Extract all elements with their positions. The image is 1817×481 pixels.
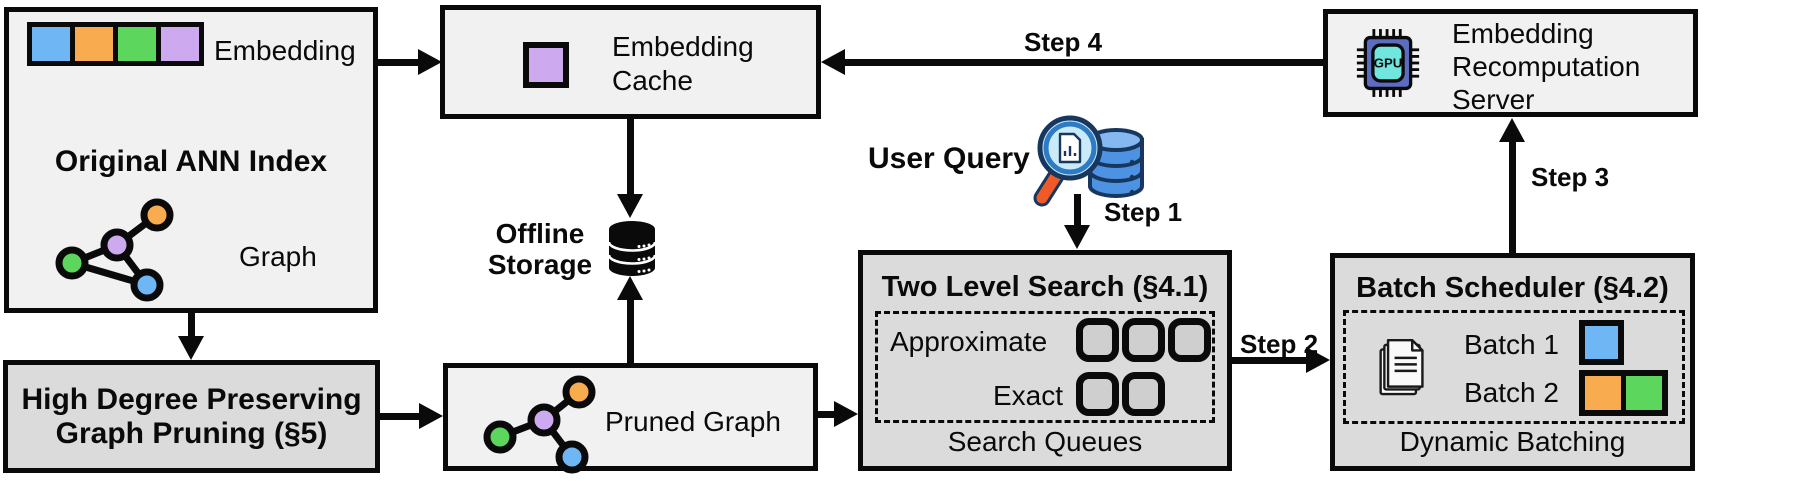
arrow-cache-to-storage <box>627 119 634 196</box>
arrow-ann-to-cache <box>378 59 418 66</box>
graph-label: Graph <box>239 241 317 272</box>
gpu-chip-icon: GPU <box>1356 29 1420 97</box>
batch2-square-orange <box>1585 376 1621 410</box>
arrow-step2-head <box>1306 347 1330 373</box>
embedding-cell-green <box>118 27 156 61</box>
embedding-cache-box: Embedding Cache <box>440 5 821 119</box>
gpu-chip-label: GPU <box>1374 56 1403 71</box>
arrow-step1 <box>1074 194 1081 226</box>
arrow-pruning-to-pruned-head <box>419 403 443 429</box>
original-graph-icon <box>55 198 174 302</box>
offline-storage-label: Offline Storage <box>487 218 593 280</box>
arrow-step3-head <box>1499 118 1525 142</box>
embedding-cache-label: Embedding Cache <box>612 31 754 96</box>
arrow-pruned-to-storage <box>627 299 634 363</box>
recomputation-server-label: Embedding Recomputation Server <box>1452 18 1641 115</box>
approximate-label: Approximate <box>890 326 1048 357</box>
queue-slot <box>1122 318 1165 362</box>
pruned-graph-box: Pruned Graph <box>443 363 818 474</box>
arrow-ann-to-pruning-head <box>178 336 204 360</box>
arrow-step4 <box>845 59 1323 66</box>
embedding-cell-purple <box>161 27 199 61</box>
graph-pruning-title: High Degree Preserving Graph Pruning (§5… <box>21 382 362 450</box>
user-query-label: User Query <box>868 142 1030 175</box>
exact-label: Exact <box>993 380 1064 411</box>
step3-label: Step 3 <box>1531 162 1610 192</box>
batch1-square <box>1579 320 1624 365</box>
embedding-vector-icon <box>27 22 204 66</box>
dynamic-batching-panel: Batch 1 Batch 2 <box>1343 310 1685 424</box>
embedding-cell-orange <box>75 27 113 61</box>
arrow-cache-to-storage-head <box>617 194 643 218</box>
arrow-ann-to-pruning <box>188 313 195 338</box>
arrow-step1-head <box>1064 225 1090 249</box>
arrow-step4-head <box>821 49 845 75</box>
pruned-graph-label: Pruned Graph <box>605 406 781 437</box>
arrow-step3 <box>1509 140 1516 253</box>
queue-slot <box>1076 372 1119 416</box>
queue-slot <box>1122 372 1165 416</box>
embedding-label: Embedding <box>214 35 356 66</box>
arrow-pruning-to-pruned <box>380 413 420 420</box>
approximate-queue-slots <box>1076 318 1211 362</box>
cached-embedding-square <box>523 42 569 88</box>
dynamic-batching-footer: Dynamic Batching <box>1399 426 1626 457</box>
step2-label: Step 2 <box>1240 329 1319 359</box>
arrow-ann-to-cache-head <box>418 49 442 75</box>
batch2-squares <box>1579 370 1668 416</box>
two-level-search-title: Two Level Search (§4.1) <box>881 271 1209 303</box>
batch2-label: Batch 2 <box>1464 377 1559 408</box>
arrow-pruned-to-storage-head <box>617 276 643 300</box>
batch1-label: Batch 1 <box>1464 329 1559 360</box>
queue-slot <box>1076 318 1119 362</box>
exact-queue-slots <box>1076 372 1165 416</box>
batch-scheduler-box: Batch Scheduler (§4.2) Batch 1 Batch 2 <box>1330 253 1695 471</box>
embedding-cell-blue <box>32 27 70 61</box>
user-query-icon <box>1033 115 1144 207</box>
arrow-step2 <box>1232 357 1307 364</box>
batch2-square-green <box>1626 376 1662 410</box>
two-level-search-box: Two Level Search (§4.1) Approximate Exac… <box>858 250 1232 471</box>
step1-label: Step 1 <box>1104 197 1183 227</box>
offline-storage-database-icon <box>607 221 657 276</box>
pruned-graph-icon <box>483 375 596 474</box>
ann-index-title: Original ANN Index <box>54 145 328 178</box>
arrow-pruned-to-search <box>818 411 835 418</box>
recomputation-server-box: GPU Embedding Recomputation Server <box>1323 9 1698 117</box>
search-queues-footer: Search Queues <box>947 426 1143 457</box>
queue-slot <box>1168 318 1211 362</box>
documents-icon <box>1379 339 1424 396</box>
original-ann-index-box: Embedding Original ANN Index Graph <box>4 7 378 313</box>
step4-label: Step 4 <box>1024 27 1103 57</box>
graph-pruning-box: High Degree Preserving Graph Pruning (§5… <box>3 360 380 473</box>
arrow-pruned-to-search-head <box>834 401 858 427</box>
batch-scheduler-title: Batch Scheduler (§4.2) <box>1356 272 1669 304</box>
search-queues-panel: Approximate Exact <box>875 311 1215 423</box>
